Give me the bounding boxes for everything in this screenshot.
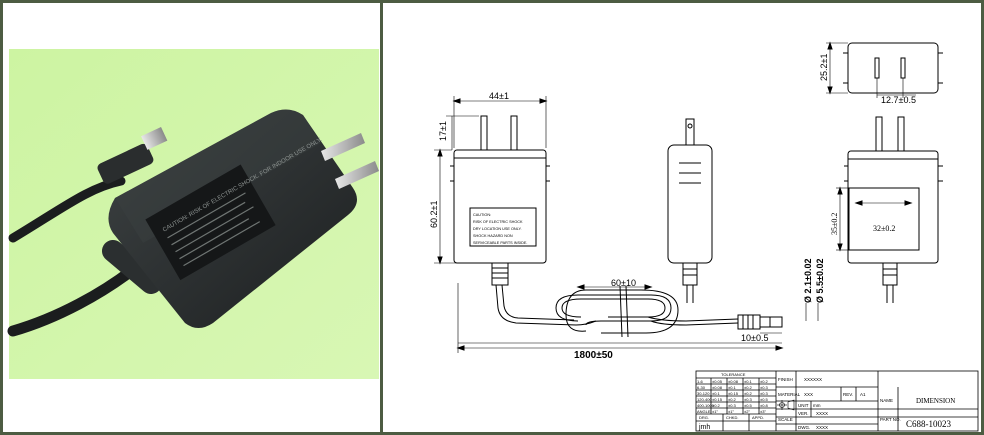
drawing-name: DIMENSION [916,397,955,405]
svg-text:UNIT: UNIT [798,403,809,408]
svg-text:±0.3: ±0.3 [728,403,737,408]
svg-text:±0.2: ±0.2 [712,403,721,408]
dim-height: 60.2±1 [429,201,439,228]
svg-text:±0.1: ±0.1 [744,379,753,384]
dim-plug-id: Ø 2.1±0.02 [803,259,813,303]
dim-label-h: 35±0.2 [830,213,839,235]
svg-text:±0.05: ±0.05 [712,379,723,384]
svg-text:±0.5: ±0.5 [760,397,769,402]
svg-text:±0.2: ±0.2 [760,379,769,384]
svg-text:±0.3: ±0.3 [760,391,769,396]
dim-width: 44±1 [489,91,509,101]
top-view [826,41,943,98]
svg-text:±0.3: ±0.3 [760,385,769,390]
dim-prong-spacing: 12.7±0.5 [881,95,916,105]
svg-text:DRG.: DRG. [699,415,709,420]
svg-text:±0.15: ±0.15 [728,391,739,396]
dim-coil: 60±10 [611,278,636,288]
svg-text:CAUTION:: CAUTION: [473,213,491,217]
svg-text:RISK OF ELECTRIC SHOCK: RISK OF ELECTRIC SHOCK [473,220,523,224]
svg-text:6-30: 6-30 [697,385,706,390]
svg-text:±0.8: ±0.8 [760,403,769,408]
svg-text:±0.08: ±0.08 [728,379,739,384]
svg-text:±0.1: ±0.1 [728,385,737,390]
svg-text:SERVICEABLE PARTS INSIDE.: SERVICEABLE PARTS INSIDE. [473,241,527,245]
svg-text:400-1000: 400-1000 [697,403,715,408]
technical-drawing: 44±1 17±1 60.2±1 CAUTION: RISK OF ELECTR… [386,3,981,432]
projection-symbol-icon [777,399,795,411]
svg-text:MATERIAL: MATERIAL [778,392,801,397]
svg-text:±1°: ±1° [712,409,718,414]
svg-text:±0.2: ±0.2 [744,391,753,396]
svg-text:±0.1: ±0.1 [712,391,721,396]
svg-text:REV.: REV. [843,392,853,397]
prongs-icon [321,133,379,189]
caution-label: CAUTION: RISK OF ELECTRIC SHOCK DRY LOCA… [473,213,527,245]
cord [456,283,819,353]
svg-text:DRY LOCATION USE ONLY.: DRY LOCATION USE ONLY. [473,227,522,231]
svg-text:SCALE: SCALE [778,417,793,422]
svg-text:±0.3: ±0.3 [744,397,753,402]
svg-text:30-120: 30-120 [697,391,710,396]
svg-text:±0.2: ±0.2 [744,385,753,390]
title-block [695,370,979,432]
svg-text:VER.: VER. [798,411,809,416]
svg-text:NAME: NAME [880,398,893,403]
product-photo: CAUTION: RISK OF ELECTRIC SHOCK. FOR IND… [3,3,383,432]
svg-text:ANGLE: ANGLE [697,409,711,414]
dim-plug-od: Ø 5.5±0.02 [815,259,825,303]
svg-text:XXX: XXX [804,392,813,397]
svg-text:±0.5: ±0.5 [744,403,753,408]
tol-header: TOLERANCE [721,372,746,377]
dim-prong: 17±1 [438,121,448,141]
dim-cord: 1800±50 [574,350,613,361]
back-view [836,116,943,303]
svg-text:1-6: 1-6 [697,379,704,384]
svg-text:±0.2: ±0.2 [728,397,737,402]
signer: jmh [698,424,710,431]
svg-text:XXXXXX: XXXXXX [804,377,822,382]
adapter-body-icon: CAUTION: RISK OF ELECTRIC SHOCK. FOR IND… [108,109,357,328]
dim-label-w: 32±0.2 [873,224,895,233]
svg-text:XXXX: XXXX [816,411,828,416]
front-view [434,96,550,286]
svg-text:XXXX: XXXX [816,425,828,430]
svg-text:PART NO.: PART NO. [880,417,901,422]
dim-top-depth: 25.2±1 [819,54,829,81]
svg-text:mm: mm [813,403,821,408]
svg-text:±3°: ±3° [760,409,766,414]
dim-plug-length: 10±0.5 [741,333,768,343]
svg-text:±2°: ±2° [744,409,750,414]
svg-text:±1°: ±1° [728,409,734,414]
svg-text:A1: A1 [860,392,866,397]
svg-text:CHKD.: CHKD. [726,415,738,420]
svg-text:APPD.: APPD. [752,415,764,420]
svg-text:SHOCK HAZARD NON: SHOCK HAZARD NON [473,234,513,238]
part-number: C688-10023 [906,419,952,429]
svg-text:±0.15: ±0.15 [712,397,723,402]
svg-text:DWG.: DWG. [798,425,810,430]
barrel-plug-icon [97,127,168,184]
svg-text:±0.08: ±0.08 [712,385,723,390]
side-view [667,118,713,303]
svg-text:120-400: 120-400 [697,397,712,402]
svg-text:FINISH: FINISH [778,377,793,382]
